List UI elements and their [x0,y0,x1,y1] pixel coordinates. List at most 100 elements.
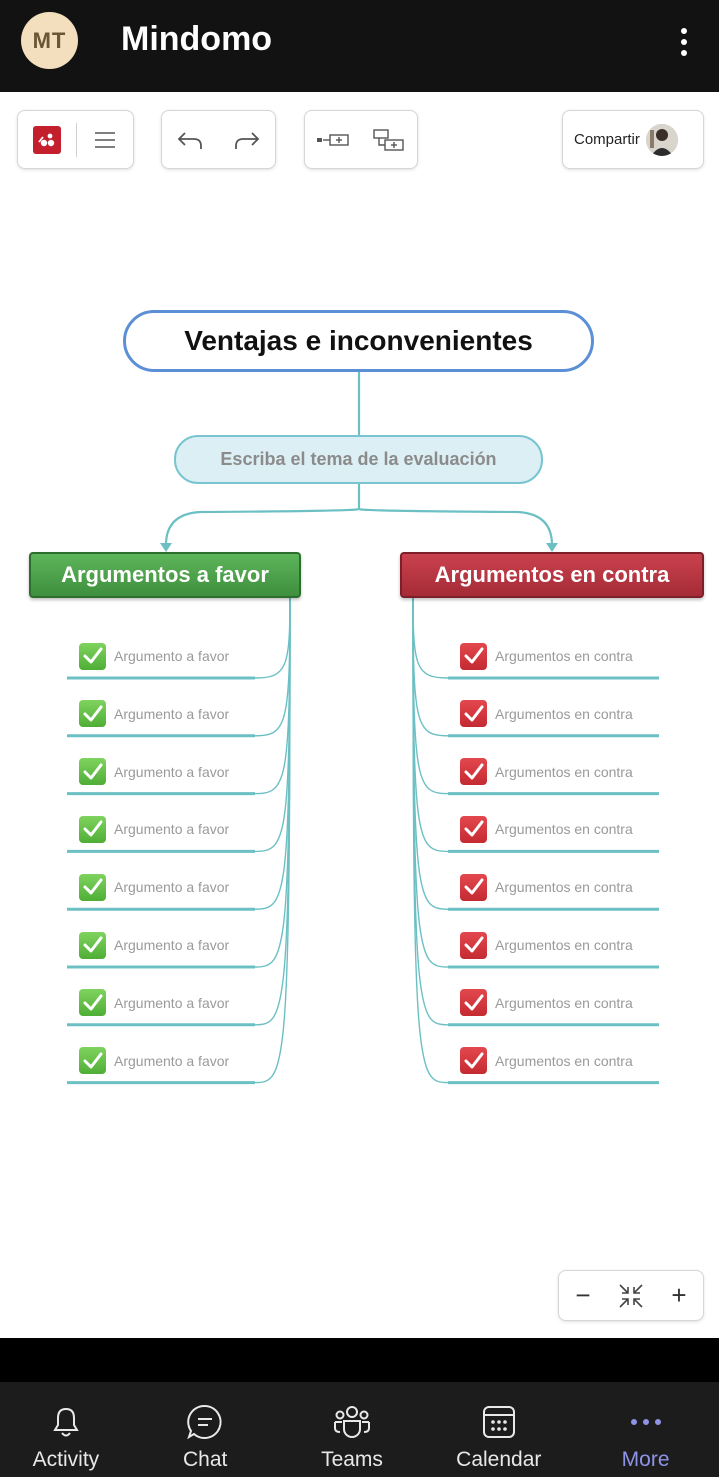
branch-favor[interactable]: Argumentos a favor [29,552,301,598]
nav-label: Calendar [456,1448,542,1471]
leaf-connector [412,597,449,853]
leaf-connector [254,597,291,968]
toolbar-main-group [17,110,134,169]
checkmark-icon [460,700,487,728]
list-item[interactable]: Argumento a favor [79,752,229,792]
list-item[interactable]: Argumento a favor [79,1041,229,1081]
checkmark-icon [460,815,487,843]
leaf-label: Argumento a favor [114,763,230,780]
root-topic[interactable]: Ventajas e inconvenientes [123,310,594,372]
leaf-label: Argumento a favor [114,648,230,664]
share-avatar [645,123,678,156]
checkmark-icon [79,873,106,901]
share-label: Compartir [574,131,640,148]
nav-label: Activity [32,1448,100,1471]
subtopic-node[interactable]: Escriba el tema de la evaluación [174,435,543,484]
mindomo-logo-icon[interactable] [18,111,76,168]
leaf-connector [254,597,291,795]
leaf-label: Argumento a favor [114,879,230,896]
undo-icon[interactable] [162,111,219,168]
calendar-icon [479,1402,519,1442]
branch-contra[interactable]: Argumentos en contra [400,552,704,598]
nav-calendar[interactable]: Calendar [425,1382,572,1477]
checkmark-icon [79,1047,106,1075]
checkmark-icon [79,642,106,670]
list-item[interactable]: Argumentos en contra [460,867,633,907]
nav-label: Teams [321,1448,383,1471]
leaf-label: Argumento a favor [114,821,230,838]
toolbar-divider [75,122,78,157]
checkmark-icon [79,989,106,1017]
list-item[interactable]: Argumento a favor [79,694,229,734]
checkmark-icon [460,931,487,959]
list-item[interactable]: Argumentos en contra [460,752,633,792]
list-item[interactable]: Argumentos en contra [460,636,633,676]
list-item[interactable]: Argumento a favor [79,925,229,965]
share-button[interactable]: Compartir [562,110,704,169]
nav-label: Chat [183,1448,228,1471]
avatar[interactable]: MT [21,12,78,69]
arrow-contra [546,543,558,552]
list-item[interactable]: Argumentos en contra [460,1041,633,1081]
checkmark-icon [460,1047,487,1075]
leaf-connector [412,597,449,1084]
list-item[interactable]: Argumento a favor [79,983,229,1023]
leaf-label: Argumentos en contra [495,648,633,664]
leaf-connector [412,597,449,910]
checkmark-icon [79,931,106,959]
list-item[interactable]: Argumento a favor [79,809,229,849]
leaf-label: Argumentos en contra [495,879,633,896]
toolbar-history-group [161,110,276,169]
checkmark-icon [460,873,487,901]
nav-more[interactable]: More [572,1382,719,1477]
leaf-connector [412,597,449,737]
toolbar-topic-group [304,110,418,169]
mind-map-canvas[interactable] [0,0,719,1338]
list-item[interactable]: Argumento a favor [79,636,229,676]
list-item[interactable]: Argumentos en contra [460,983,633,1023]
chat-icon [185,1402,225,1442]
checkmark-icon [460,989,487,1017]
list-item[interactable]: Argumentos en contra [460,809,633,849]
zoom-out-button[interactable]: − [575,1280,591,1310]
nav-teams[interactable]: Teams [279,1382,426,1477]
app-header: MT Mindomo [0,0,719,92]
leaf-label: Argumento a favor [114,705,230,722]
checkmark-icon [460,642,487,670]
branch-connector-favor [164,507,361,546]
zoom-control: − + [558,1270,704,1321]
bell-icon [46,1402,86,1442]
checkmark-icon [79,700,106,728]
add-child-topic-icon[interactable] [361,111,417,168]
leaf-label: Argumentos en contra [495,705,633,722]
list-item[interactable]: Argumento a favor [79,867,229,907]
teams-icon [332,1402,372,1442]
leaf-connector [254,597,291,1084]
leaf-connector [412,597,449,795]
leaf-connector [412,597,449,679]
more-vertical-icon[interactable] [664,22,704,62]
zoom-in-button[interactable]: + [671,1280,687,1310]
page-title: Mindomo [121,20,273,58]
add-sibling-topic-icon[interactable] [305,111,361,168]
leaf-connector [412,597,449,968]
leaf-connector [254,597,291,737]
redo-icon[interactable] [219,111,276,168]
hamburger-menu-icon[interactable] [77,111,133,168]
more-horizontal-icon [626,1402,666,1442]
leaf-label: Argumento a favor [114,994,230,1011]
checkmark-icon [460,758,487,786]
list-item[interactable]: Argumentos en contra [460,925,633,965]
leaf-connector [254,597,291,853]
nav-activity[interactable]: Activity [0,1382,132,1477]
leaf-label: Argumentos en contra [495,937,633,953]
nav-label: More [621,1448,670,1471]
arrow-favor [160,543,172,552]
list-item[interactable]: Argumentos en contra [460,694,633,734]
leaf-connector [254,597,291,679]
nav-chat[interactable]: Chat [132,1382,279,1477]
bottom-nav: Activity Chat Teams Calendar More [0,1382,719,1477]
fit-to-screen-icon[interactable] [607,1271,655,1320]
system-band [0,1338,719,1382]
